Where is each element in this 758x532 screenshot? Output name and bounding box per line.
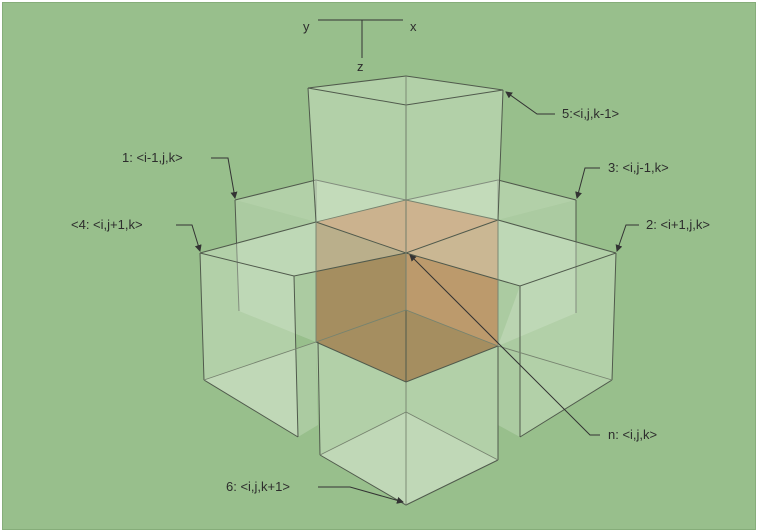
- cell-6-box: [316, 341, 499, 506]
- label-cell-6: 6: <i,j,k+1>: [226, 479, 404, 504]
- label-cell-5: 5:<i,j,k-1>: [505, 91, 619, 121]
- axis-y-label: y: [303, 19, 310, 34]
- label-center-cell: n: <i,j,k>: [409, 254, 657, 442]
- cell-4-box: [199, 221, 407, 438]
- axis-indicator: y x z: [303, 19, 417, 74]
- cell-2-box: [405, 219, 617, 438]
- center-cell: [316, 200, 498, 382]
- label-cell-2: 2: <i+1,j,k>: [615, 217, 710, 252]
- svg-text:6: <i,j,k+1>: 6: <i,j,k+1>: [226, 479, 290, 494]
- cell-5-box: [307, 75, 504, 253]
- axis-x-label: x: [410, 19, 417, 34]
- svg-text:3: <i,j-1,k>: 3: <i,j-1,k>: [608, 160, 669, 175]
- svg-text:1: <i-1,j,k>: 1: <i-1,j,k>: [122, 150, 183, 165]
- label-cell-1: 1: <i-1,j,k>: [122, 150, 238, 199]
- label-cell-3: 3: <i,j-1,k>: [575, 160, 669, 199]
- svg-text:<4: <i,j+1,k>: <4: <i,j+1,k>: [71, 217, 143, 232]
- svg-text:2: <i+1,j,k>: 2: <i+1,j,k>: [646, 217, 710, 232]
- svg-text:n: <i,j,k>: n: <i,j,k>: [608, 427, 657, 442]
- svg-text:5:<i,j,k-1>: 5:<i,j,k-1>: [562, 106, 619, 121]
- center-cell-edges: [315, 199, 499, 383]
- axis-z-label: z: [357, 59, 364, 74]
- label-cell-4: <4: <i,j+1,k>: [71, 217, 202, 252]
